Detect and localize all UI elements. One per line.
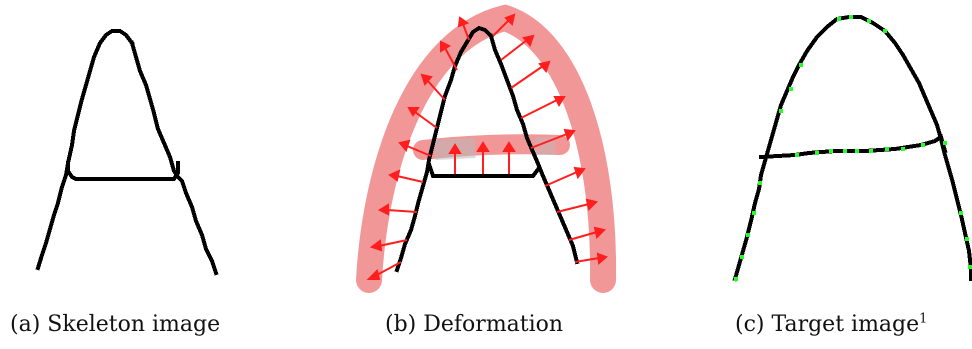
skeleton-right-stroke — [132, 43, 216, 273]
footnote-mark: 1 — [919, 312, 927, 327]
deformation-diagram — [355, 0, 625, 295]
arrow-icon — [521, 97, 564, 118]
arrow-icon — [511, 62, 549, 88]
target-letter-a — [725, 5, 972, 285]
panel-target — [725, 5, 972, 285]
arrow-icon — [501, 36, 533, 60]
panel-skeleton — [20, 15, 240, 285]
arrow-icon — [450, 145, 460, 174]
skeleton-left-stroke — [38, 31, 132, 268]
target-left-stroke — [735, 17, 903, 279]
panel-deformation — [355, 0, 625, 295]
skeleton-letter-a — [20, 15, 240, 285]
caption-c: (c) Target image1 — [735, 312, 927, 337]
arrow-icon — [504, 143, 514, 174]
arrow-icon — [478, 143, 488, 174]
caption-a: (a) Skeleton image — [10, 312, 220, 337]
arrow-icon — [380, 205, 417, 214]
caption-b: (b) Deformation — [385, 312, 563, 337]
arrow-icon — [545, 168, 584, 186]
target-crossbar — [761, 137, 945, 157]
target-right-stroke — [903, 55, 971, 279]
skeleton-crossbar — [68, 163, 178, 179]
